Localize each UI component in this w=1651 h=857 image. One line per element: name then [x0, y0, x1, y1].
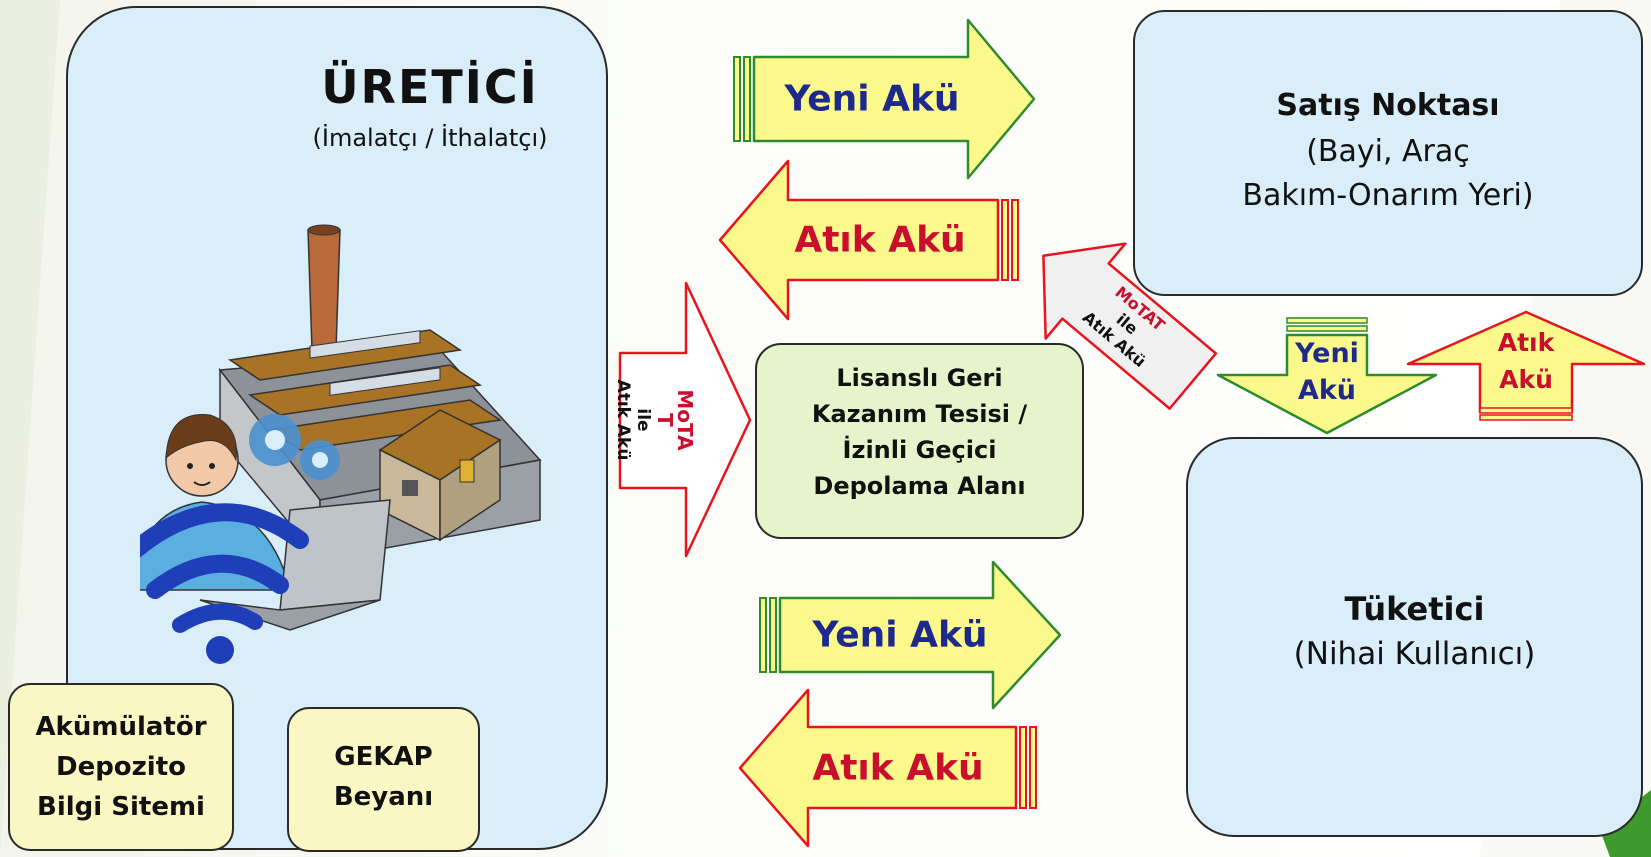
gekap-box — [287, 707, 480, 852]
consumer-box — [1186, 437, 1643, 837]
arrow-small-new-battery: Yeni Akü — [1216, 317, 1438, 435]
recycling-facility-box — [755, 343, 1084, 539]
consumer-subtitle: (Nihai Kullanıcı) — [1293, 636, 1536, 672]
recycling-line: Depolama Alanı — [813, 472, 1026, 500]
sales-point-box — [1133, 10, 1643, 296]
arrow-label: Akü — [1298, 375, 1356, 406]
arrow-small-waste-battery: Atık Akü — [1406, 310, 1646, 421]
recycling-line: Lisanslı Geri — [836, 364, 1003, 392]
recycling-line: İzinli Geçici — [842, 436, 997, 464]
deposit-system-box — [8, 683, 234, 851]
arrow-label: Atık — [1498, 328, 1556, 357]
arrow-motat-to-recycling: MoTA T ile Atık Akü — [613, 281, 752, 558]
motat-label: T — [653, 413, 677, 427]
arrow-label: Akü — [1499, 365, 1553, 394]
arrow-waste-battery-top: Atık Akü — [718, 159, 1019, 321]
producer-subtitle: (İmalatçı / İthalatçı) — [312, 124, 548, 152]
arrow-label: Yeni — [1294, 338, 1359, 369]
arrow-new-battery-bottom: Yeni Akü — [759, 560, 1062, 710]
arrow-label: Yeni Akü — [783, 79, 959, 120]
arrow-label: Atık Akü — [812, 748, 983, 789]
sales-point-line: (Bayi, Araç — [1306, 134, 1470, 169]
consumer-title: Tüketici — [1344, 590, 1485, 628]
arrow-label: Yeni Akü — [811, 615, 987, 656]
producer-title: ÜRETİCİ — [321, 60, 539, 114]
sales-point-title: Satış Noktası — [1276, 88, 1500, 123]
motat-label: ile — [633, 408, 653, 431]
arrow-new-battery-top: Yeni Akü — [733, 18, 1036, 180]
arrow-waste-battery-bottom: Atık Akü — [738, 688, 1037, 848]
arrow-label: Atık Akü — [794, 220, 965, 261]
motat-label: Atık Akü — [613, 380, 633, 461]
motat-label: MoTA — [673, 389, 697, 451]
background-shape — [0, 0, 60, 857]
sales-point-line: Bakım-Onarım Yeri) — [1242, 178, 1534, 213]
deposit-system-line: Akümülatör — [35, 712, 207, 742]
gekap-line: GEKAP — [334, 742, 433, 772]
factory-illustration — [140, 224, 542, 664]
deposit-system-line: Bilgi Sitemi — [37, 792, 205, 822]
recycling-line: Kazanım Tesisi / — [811, 400, 1028, 428]
deposit-system-line: Depozito — [55, 752, 187, 782]
gekap-line: Beyanı — [333, 782, 434, 812]
